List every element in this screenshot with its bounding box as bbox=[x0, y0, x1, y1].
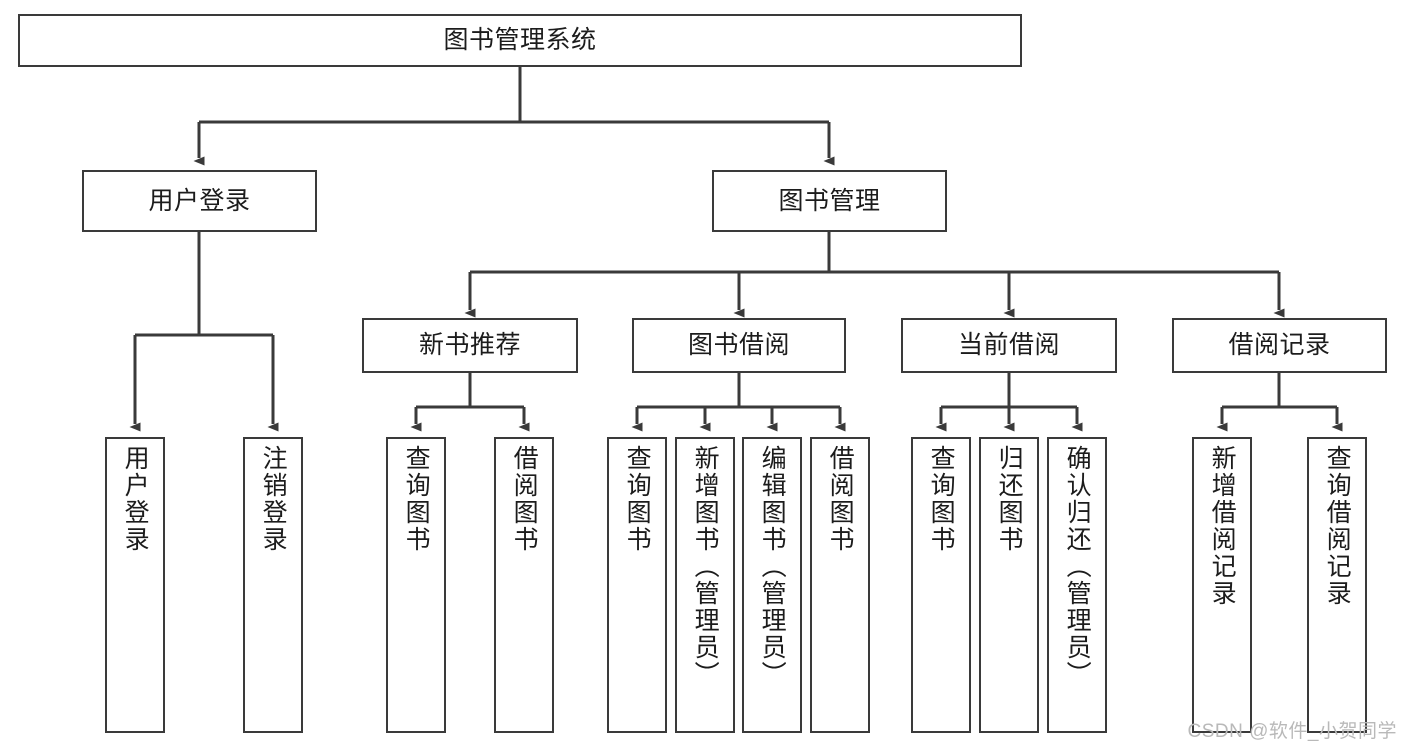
node-leaf-borrow-book-2-label: 借阅图书 bbox=[826, 445, 855, 553]
node-leaf-query-record-label: 查询借阅记录 bbox=[1323, 445, 1352, 607]
node-leaf-query-book-2[interactable]: 查询图书 bbox=[607, 437, 667, 733]
node-leaf-query-book-3[interactable]: 查询图书 bbox=[911, 437, 971, 733]
node-leaf-add-record-label: 新增借阅记录 bbox=[1208, 445, 1237, 607]
node-leaf-user-login-label: 用户登录 bbox=[121, 445, 150, 553]
node-leaf-confirm-return-label: 确认归还（管理员） bbox=[1063, 445, 1092, 688]
node-leaf-add-record[interactable]: 新增借阅记录 bbox=[1192, 437, 1252, 733]
node-leaf-return-book-label: 归还图书 bbox=[995, 445, 1024, 553]
node-book-borrow[interactable]: 图书借阅 bbox=[632, 318, 846, 373]
node-leaf-query-book-3-label: 查询图书 bbox=[927, 445, 956, 553]
node-root[interactable]: 图书管理系统 bbox=[18, 14, 1022, 67]
node-book-manage-label: 图书管理 bbox=[778, 186, 881, 215]
node-borrow-record-label: 借阅记录 bbox=[1228, 331, 1331, 360]
node-leaf-return-book[interactable]: 归还图书 bbox=[979, 437, 1039, 733]
node-leaf-borrow-book-2[interactable]: 借阅图书 bbox=[810, 437, 870, 733]
node-leaf-user-login[interactable]: 用户登录 bbox=[105, 437, 165, 733]
node-leaf-query-record[interactable]: 查询借阅记录 bbox=[1307, 437, 1367, 733]
node-leaf-edit-book-label: 编辑图书（管理员） bbox=[758, 445, 787, 688]
node-user-login[interactable]: 用户登录 bbox=[82, 170, 317, 232]
node-leaf-borrow-book-1-label: 借阅图书 bbox=[510, 445, 539, 553]
node-leaf-logout-label: 注销登录 bbox=[259, 445, 288, 553]
node-leaf-add-book-label: 新增图书（管理员） bbox=[691, 445, 720, 688]
node-leaf-query-book-1-label: 查询图书 bbox=[402, 445, 431, 553]
watermark-text: CSDN @软件_小贺同学 bbox=[1187, 721, 1397, 742]
node-new-book-rec[interactable]: 新书推荐 bbox=[362, 318, 578, 373]
node-book-borrow-label: 图书借阅 bbox=[687, 331, 790, 360]
node-leaf-edit-book[interactable]: 编辑图书（管理员） bbox=[742, 437, 802, 733]
node-leaf-add-book[interactable]: 新增图书（管理员） bbox=[675, 437, 735, 733]
node-leaf-logout[interactable]: 注销登录 bbox=[243, 437, 303, 733]
node-borrow-record[interactable]: 借阅记录 bbox=[1172, 318, 1387, 373]
node-current-borrow[interactable]: 当前借阅 bbox=[901, 318, 1117, 373]
node-book-manage[interactable]: 图书管理 bbox=[712, 170, 947, 232]
node-leaf-query-book-2-label: 查询图书 bbox=[623, 445, 652, 553]
node-user-login-label: 用户登录 bbox=[148, 186, 251, 215]
node-new-book-rec-label: 新书推荐 bbox=[418, 331, 521, 360]
node-leaf-borrow-book-1[interactable]: 借阅图书 bbox=[494, 437, 554, 733]
node-current-borrow-label: 当前借阅 bbox=[957, 331, 1060, 360]
node-leaf-query-book-1[interactable]: 查询图书 bbox=[386, 437, 446, 733]
node-leaf-confirm-return[interactable]: 确认归还（管理员） bbox=[1047, 437, 1107, 733]
node-root-label: 图书管理系统 bbox=[443, 26, 597, 55]
